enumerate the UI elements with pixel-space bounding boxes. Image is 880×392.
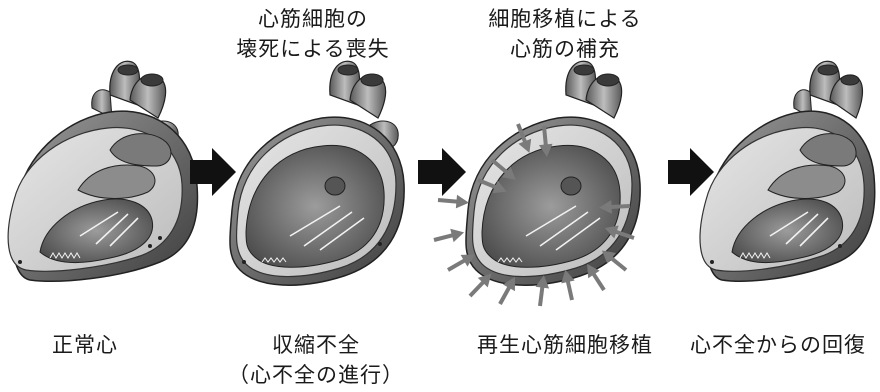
caption-transplant-line1: 再生心筋細胞移植 [455,330,675,360]
transplant-heart-illustration [466,61,640,285]
caption-normal-line1: 正常心 [20,330,150,360]
caption-necrosis-line1: 心筋細胞の [228,4,398,34]
graft-arrow-head [456,196,467,208]
caption-failure-line1: 収縮不全 [226,330,406,360]
caption-regenerative-transplant: 再生心筋細胞移植 [455,330,675,360]
caption-replenish-line1: 細胞移植による [470,4,660,34]
caption-systolic-failure: 収縮不全 （心不全の進行） [226,330,406,390]
caption-normal-heart: 正常心 [20,330,150,360]
arrow-right-icon-2 [418,148,466,196]
caption-recovery: 心不全からの回復 [680,330,876,360]
caption-necrosis-line2: 壊死による喪失 [228,34,398,64]
recovered-heart-illustration [700,61,875,281]
caption-cell-replenishment: 細胞移植による 心筋の補充 [470,4,660,64]
caption-failure-line2: （心不全の進行） [226,360,406,390]
normal-heart-illustration [8,61,197,281]
arrow-right-icon-3 [668,148,714,196]
caption-replenish-line2: 心筋の補充 [470,34,660,64]
caption-necrosis-loss: 心筋細胞の 壊死による喪失 [228,4,398,64]
caption-recovery-line1: 心不全からの回復 [680,330,876,360]
failing-heart-illustration [230,61,404,285]
graft-arrow-head [451,230,463,242]
